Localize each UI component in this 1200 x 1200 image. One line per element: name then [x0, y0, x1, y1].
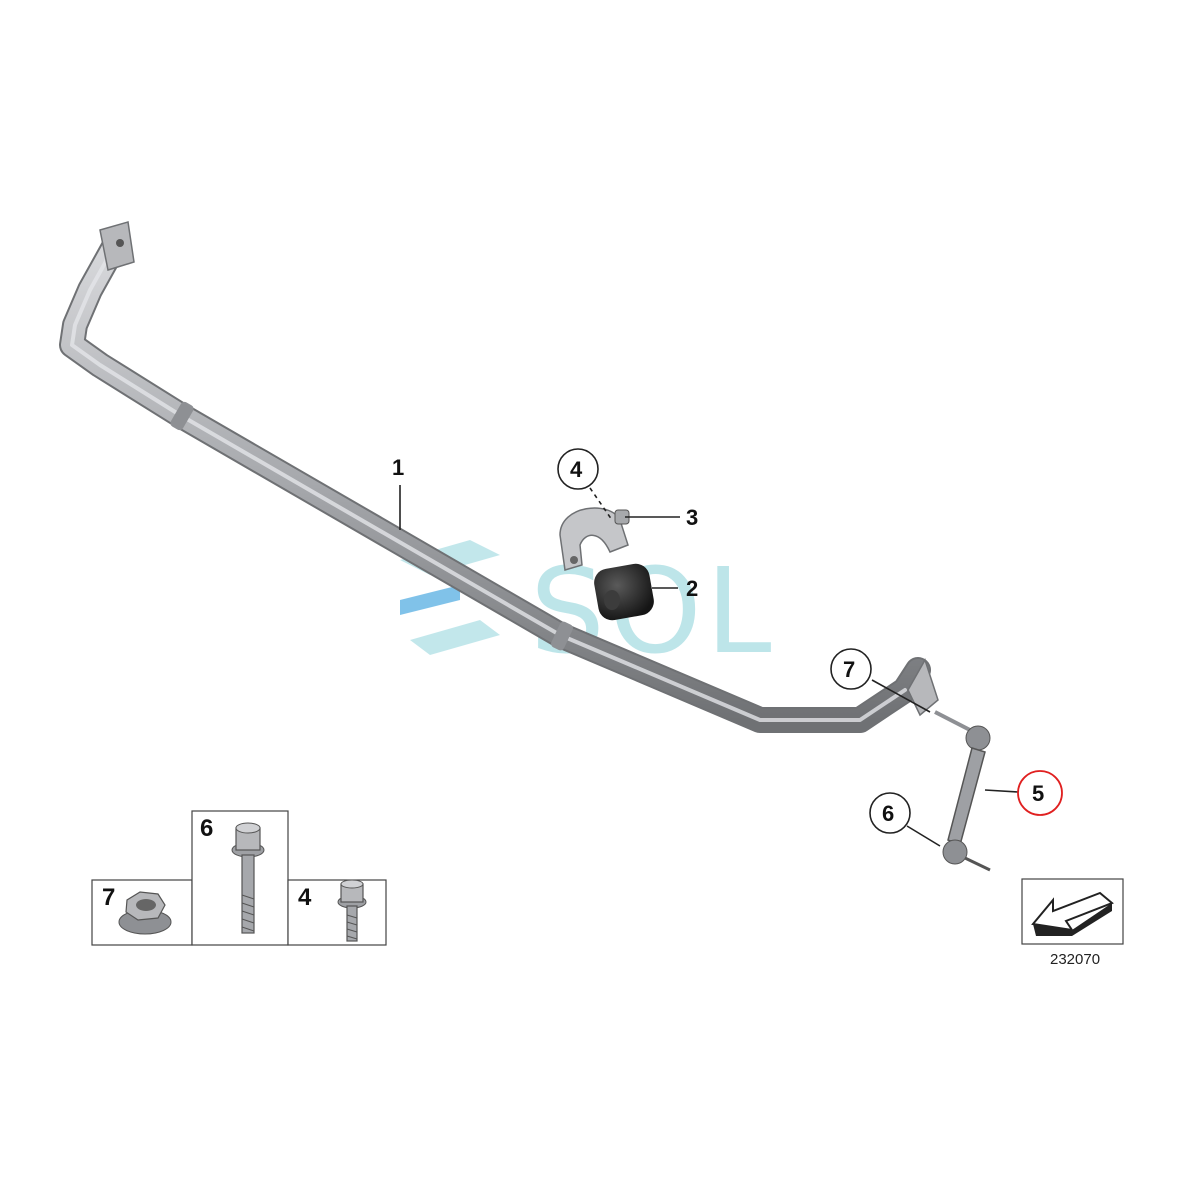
callout-3: 3	[686, 505, 698, 530]
nut-label: 7	[102, 884, 115, 911]
stabilizer-link	[934, 710, 991, 872]
svg-text:6: 6	[882, 801, 894, 826]
leader-lines	[399, 485, 1019, 847]
callout-1: 1	[392, 455, 404, 480]
svg-text:2: 2	[686, 576, 698, 601]
direction-arrow-box	[1021, 878, 1124, 945]
svg-text:3: 3	[686, 505, 698, 530]
direction-arrow-icon	[1031, 891, 1114, 936]
callout-6-circle: 6	[869, 792, 911, 834]
svg-text:4: 4	[570, 457, 583, 482]
callout-4-circle: 4	[557, 448, 599, 490]
callout-2: 2	[686, 576, 698, 601]
long-bolt-label: 6	[200, 815, 213, 842]
flange-nut-icon	[118, 891, 172, 935]
long-bolt-icon	[231, 822, 265, 934]
svg-text:5: 5	[1032, 781, 1044, 806]
svg-text:1: 1	[392, 455, 404, 480]
callout-7-circle: 7	[830, 648, 872, 690]
stabilizer-bar	[59, 221, 939, 733]
callout-5-highlight-circle: 5	[1017, 770, 1063, 816]
short-bolt-label: 4	[298, 884, 312, 911]
reference-number: 232070	[1050, 951, 1100, 968]
short-bolt-icon	[337, 879, 367, 942]
hardware-box: 7 6 4	[91, 810, 387, 946]
rubber-bushing	[594, 563, 654, 621]
svg-text:7: 7	[843, 657, 855, 682]
